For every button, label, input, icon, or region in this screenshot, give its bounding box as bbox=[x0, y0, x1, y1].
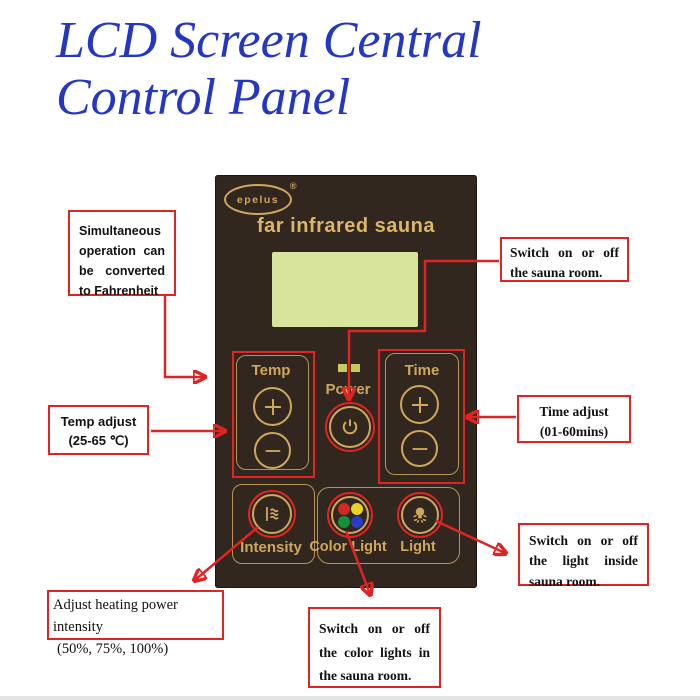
intensity-label: Intensity bbox=[240, 539, 302, 556]
led-icon bbox=[351, 364, 360, 372]
minus-icon bbox=[412, 447, 427, 450]
time-adjust-range: (01-60mins) bbox=[539, 423, 609, 439]
time-adjust-title: Time adjust bbox=[539, 404, 609, 419]
image-bottom-edge bbox=[0, 696, 700, 700]
brand-name: epelus bbox=[236, 193, 280, 206]
brand-logo: epelus ® bbox=[224, 181, 296, 215]
callout-fahrenheit: Simultaneous operation can be converted … bbox=[68, 210, 176, 298]
temp-adjust-title: Temp adjust bbox=[60, 414, 137, 429]
red-dot-icon bbox=[337, 502, 350, 515]
intensity-adjust-range: (50%, 75%, 100%) bbox=[57, 640, 169, 657]
plus-icon bbox=[411, 396, 428, 413]
plus-icon bbox=[264, 398, 281, 415]
light-bulb-icon bbox=[413, 507, 427, 524]
control-panel: epelus ® far infrared sauna Power Temp T… bbox=[215, 175, 477, 588]
temp-adjust-range: (25-65 ℃) bbox=[68, 432, 129, 448]
power-label: Power bbox=[325, 381, 371, 398]
callout-time-adjust: Time adjust (01-60mins) bbox=[517, 395, 631, 443]
time-plus-button[interactable] bbox=[400, 385, 439, 424]
light-label: Light bbox=[400, 539, 436, 555]
intensity-highlight-ring bbox=[248, 490, 296, 538]
green-dot-icon bbox=[337, 515, 350, 528]
yellow-dot-icon bbox=[350, 502, 363, 515]
product-name: far infrared sauna bbox=[257, 215, 435, 237]
minus-icon bbox=[265, 449, 280, 452]
time-label: Time bbox=[404, 362, 440, 379]
lcd-screen bbox=[272, 252, 418, 327]
power-highlight-ring bbox=[325, 402, 375, 452]
temp-minus-button[interactable] bbox=[254, 432, 291, 469]
color-dots-icon bbox=[337, 502, 363, 528]
color-light-button[interactable] bbox=[331, 496, 369, 534]
page-title: LCD Screen Central Control Panel bbox=[56, 12, 482, 127]
intensity-button[interactable] bbox=[252, 494, 292, 534]
power-icon bbox=[342, 419, 358, 435]
callout-color-light-switch: Switch on or off the color lights in the… bbox=[308, 607, 441, 688]
registered-trademark-icon: ® bbox=[289, 181, 298, 191]
color-light-label: Color Light bbox=[309, 539, 387, 555]
light-button[interactable] bbox=[401, 496, 439, 534]
temp-plus-button[interactable] bbox=[253, 387, 292, 426]
led-indicators-icon bbox=[338, 364, 360, 372]
temp-label: Temp bbox=[251, 362, 291, 379]
intensity-group-outline bbox=[232, 484, 315, 564]
power-button[interactable] bbox=[329, 406, 371, 448]
light-highlight-ring bbox=[397, 492, 443, 538]
intensity-adjust-title: Adjust heating power intensity bbox=[53, 597, 178, 635]
temp-highlight-rect bbox=[232, 351, 315, 478]
temp-group-outline bbox=[236, 355, 309, 470]
callout-intensity-adjust: Adjust heating power intensity (50%, 75%… bbox=[47, 590, 224, 657]
intensity-waves-icon bbox=[266, 507, 279, 521]
time-minus-button[interactable] bbox=[401, 430, 438, 467]
callout-temp-adjust: Temp adjust (25-65 ℃) bbox=[48, 405, 149, 455]
arrow-fahrenheit-to-temp bbox=[163, 296, 204, 377]
led-icon bbox=[338, 364, 347, 372]
callout-light-switch: Switch on or off the light inside sauna … bbox=[518, 523, 649, 589]
blue-dot-icon bbox=[350, 515, 363, 528]
callout-power-switch: Switch on or off the sauna room. bbox=[500, 237, 629, 282]
